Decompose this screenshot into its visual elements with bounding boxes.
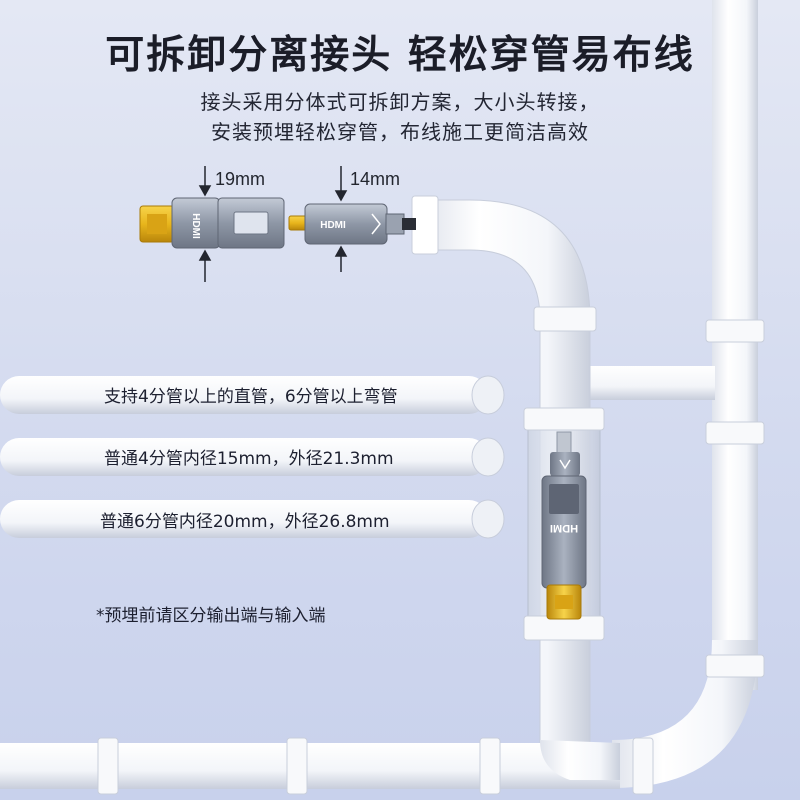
right-pipe [612, 0, 765, 788]
installation-note: *预埋前请区分输出端与输入端 [96, 606, 326, 626]
large-connector [139, 197, 285, 249]
hdmi-mark-large: HDMI [190, 213, 201, 239]
subtitle-line-2: 安装预埋轻松穿管，布线施工更简洁高效 [211, 120, 589, 144]
branch-pipe [570, 366, 715, 400]
hdmi-mark-vertical: HDMI [550, 522, 578, 534]
vertical-connector [541, 431, 587, 620]
subtitle-line-1: 接头采用分体式可拆卸方案，大小头转接， [200, 90, 600, 114]
pipe-label-2: 普通4分管内径15mm，外径21.3mm [104, 449, 394, 469]
bottom-pipe [0, 737, 654, 795]
pipe-label-1: 支持4分管以上的直管，6分管以上弯管 [104, 387, 398, 407]
pipe-label-3: 普通6分管内径20mm，外径26.8mm [100, 512, 390, 532]
small-connector [288, 203, 416, 245]
large-head-dimension: 19mm [215, 169, 266, 189]
horizontal-pipes [0, 375, 505, 539]
hdmi-mark-small: HDMI [320, 220, 346, 231]
dimension-arrows [198, 166, 348, 282]
small-head-dimension: 14mm [350, 169, 401, 189]
page-title: 可拆卸分离接头 轻松穿管易布线 [105, 33, 695, 78]
